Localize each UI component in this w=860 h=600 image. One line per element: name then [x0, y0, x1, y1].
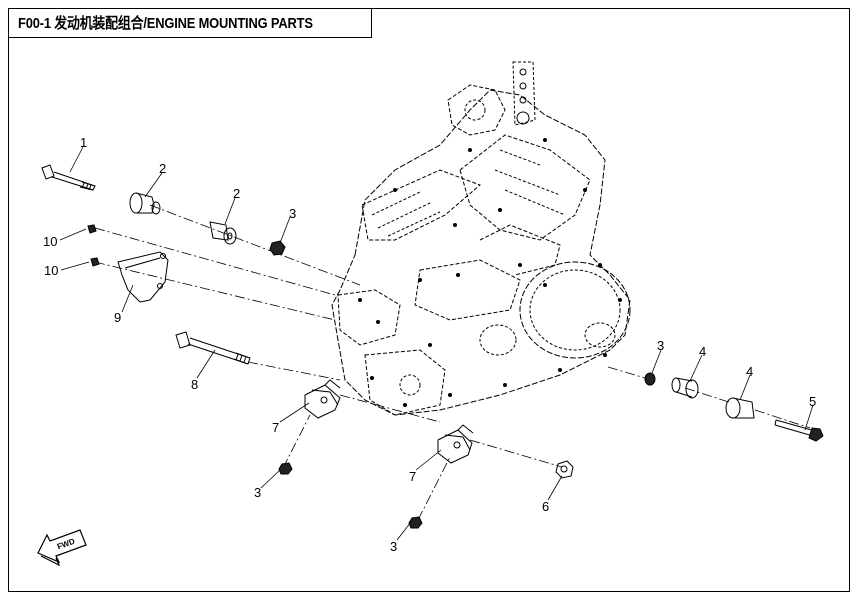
- bolt-8: [175, 331, 251, 365]
- callout-2b: 2: [233, 186, 240, 201]
- bolt-1: [41, 164, 96, 191]
- engine-assembly: [331, 61, 631, 416]
- bracket-9: [117, 251, 169, 303]
- callout-3b: 3: [254, 485, 261, 500]
- callout-4b: 4: [746, 364, 753, 379]
- assembly-lines: [94, 204, 811, 521]
- callout-10a: 10: [43, 234, 57, 249]
- callout-labels: 1 2 2 3 10 10 9 8 7 3 7 3 6 3 4 4 5: [43, 135, 816, 554]
- nut-3-upper: [269, 240, 286, 256]
- callout-9: 9: [114, 310, 121, 325]
- fwd-arrow-icon: [37, 529, 87, 567]
- callout-7a: 7: [272, 420, 279, 435]
- callout-10b: 10: [44, 263, 58, 278]
- page-title: F00-1 发动机装配组合/ENGINE MOUNTING PARTS: [18, 15, 313, 32]
- bolt-10b: [90, 257, 100, 267]
- callout-4a: 4: [699, 344, 706, 359]
- bolt-5: [774, 419, 824, 442]
- nut-6: [555, 460, 574, 479]
- callout-6: 6: [542, 499, 549, 514]
- callout-7b: 7: [409, 469, 416, 484]
- bushing-2a: [129, 192, 161, 215]
- callout-2a: 2: [159, 161, 166, 176]
- drawing-frame: [8, 8, 850, 592]
- bolt-10a: [87, 224, 97, 234]
- nut-3-lower-b: [408, 516, 423, 529]
- callout-3c: 3: [390, 539, 397, 554]
- nut-3-lower-a: [278, 462, 293, 475]
- nut-3-right: [644, 372, 656, 386]
- engine-mount-7b: [437, 424, 474, 464]
- callout-3d: 3: [657, 338, 664, 353]
- leader-lines: [59, 146, 814, 541]
- title-box: F00-1 发动机装配组合/ENGINE MOUNTING PARTS: [8, 8, 372, 38]
- callout-1: 1: [80, 135, 87, 150]
- engine-mount-7a: [304, 379, 341, 419]
- bushing-4b: [725, 397, 755, 419]
- bushing-2b: [209, 221, 237, 245]
- bushing-4a: [671, 377, 699, 399]
- callout-3a: 3: [289, 206, 296, 221]
- callout-8: 8: [191, 377, 198, 392]
- callout-5: 5: [809, 394, 816, 409]
